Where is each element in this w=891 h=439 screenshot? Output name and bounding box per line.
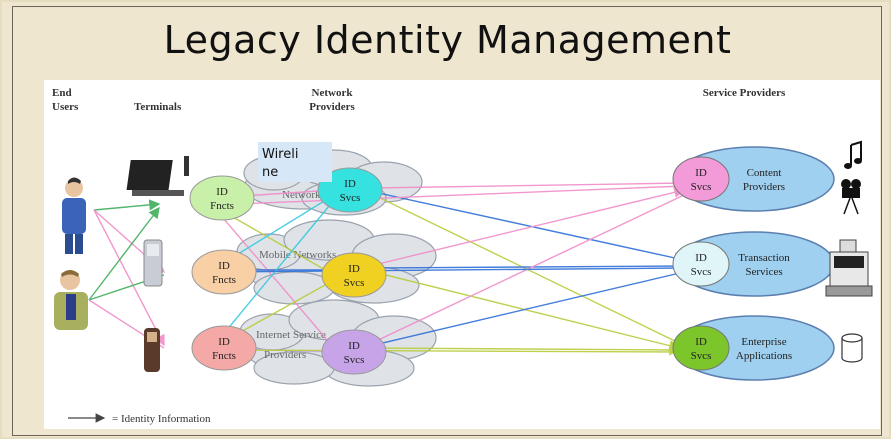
slide-title: Legacy Identity Management xyxy=(163,18,732,62)
phone-icon xyxy=(143,239,163,287)
cellphone-icon xyxy=(144,328,160,372)
laptop-icon xyxy=(126,156,189,196)
end-user-1-icon xyxy=(62,177,86,254)
slide-frame xyxy=(12,6,882,436)
legend-label: = Identity Information xyxy=(112,413,211,425)
music-icon xyxy=(844,140,862,169)
cloud-label-mobile: Mobile Networks xyxy=(259,249,336,261)
database-icon xyxy=(841,333,863,363)
identity-connections xyxy=(88,177,686,356)
film-camera-icon xyxy=(841,179,861,215)
legend: = Identity Information xyxy=(68,413,211,425)
end-user-2-icon xyxy=(54,270,88,330)
cash-register-icon xyxy=(825,239,873,297)
header-service-providers: Service Providers xyxy=(703,87,786,99)
header-terminals: Terminals xyxy=(134,101,182,113)
